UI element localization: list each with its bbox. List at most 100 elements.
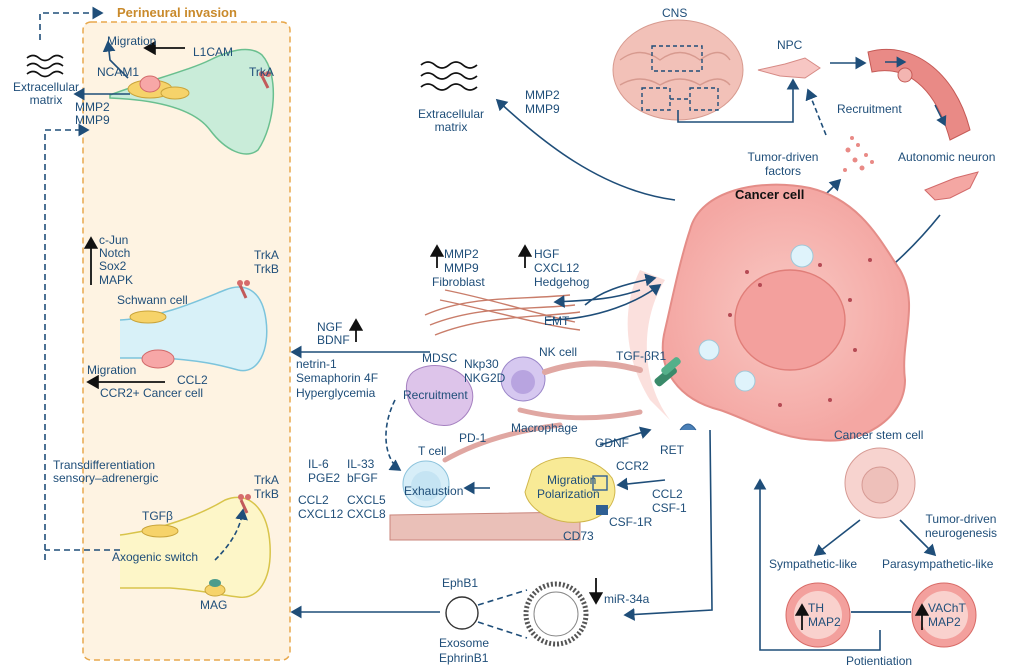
trka-bot-label: TrkA <box>254 473 279 487</box>
ccr2-cancer-cell <box>141 349 175 369</box>
ngf-label: NGF <box>317 320 343 334</box>
mapk-label: MAPK <box>99 273 134 287</box>
recruitment-mid-label: Recruitment <box>403 388 468 402</box>
hyperglycemia-label: Hyperglycemia <box>296 386 376 400</box>
migration-top-label: Migration <box>107 34 157 48</box>
exhaustion-label: Exhaustion <box>404 484 464 498</box>
migration-mid2-label: Migration <box>547 473 597 487</box>
bdnf-label: BDNF <box>317 333 350 347</box>
nkp30-label: Nkp30 <box>464 357 499 371</box>
vacht-label: VAChT <box>928 601 966 615</box>
cancer-cell-label: Cancer cell <box>735 187 805 202</box>
schwann-bot <box>141 524 179 538</box>
cancer-stem-cell-label: Cancer stem cell <box>834 428 924 442</box>
ecm-top-label-1: Extracellular <box>417 107 485 121</box>
neurogenesis-label-1: Tumor-driven <box>925 512 997 526</box>
ecm-left-label-2: matrix <box>29 93 63 107</box>
cd73-label: CD73 <box>563 529 594 543</box>
pd1-label: PD-1 <box>459 431 487 445</box>
cxcl8-label: CXCL8 <box>347 507 386 521</box>
ecm-top-label-2: matrix <box>434 120 468 134</box>
migration-mid-label: Migration <box>87 363 137 377</box>
blood-vessel <box>867 48 971 141</box>
exosome-label: Exosome <box>439 636 490 650</box>
pge2-label: PGE2 <box>308 471 341 485</box>
emt-label: EMT <box>544 314 570 328</box>
tgfb-label: TGFβ <box>142 509 173 523</box>
mmp2-top-label: MMP2 <box>525 88 560 102</box>
transdiff-label-1: Transdifferentiation <box>53 458 156 472</box>
mag-label: MAG <box>200 598 228 612</box>
parasympathetic-label: Parasympathetic-like <box>882 557 994 571</box>
hedgehog-label: Hedgehog <box>534 275 590 289</box>
il6-label: IL-6 <box>308 457 329 471</box>
npc-label: NPC <box>777 38 803 52</box>
ccr2-cancer-label: CCR2+ Cancer cell <box>100 386 204 400</box>
trkb-bot-label: TrkB <box>254 487 279 501</box>
notch-label: Notch <box>99 246 131 260</box>
nerve-top <box>109 48 275 155</box>
ecm-left-label-1: Extracellular <box>12 80 80 94</box>
cancer-nucleus <box>734 269 846 371</box>
macrophage-cell <box>524 457 616 523</box>
csf1r-label: CSF-1R <box>609 515 653 529</box>
axogenic-label: Axogenic switch <box>112 550 199 564</box>
schwann-cell <box>129 310 167 324</box>
mmp2-left-label: MMP2 <box>75 100 110 114</box>
mmp2-mid-label: MMP2 <box>444 247 479 261</box>
autonomic-neuron-label: Autonomic neuron <box>898 150 996 164</box>
hgf-label: HGF <box>534 247 560 261</box>
ncam1-label: NCAM1 <box>97 65 140 79</box>
cns-label: CNS <box>662 6 688 20</box>
trka-mid-label: TrkA <box>254 248 279 262</box>
tumor-factors-label-2: factors <box>764 164 801 178</box>
sox2-label: Sox2 <box>99 259 127 273</box>
autonomic-neuron <box>924 171 979 201</box>
ret-label: RET <box>660 443 684 457</box>
cancer-cell-small-2 <box>139 75 161 93</box>
bfgf-label: bFGF <box>347 471 378 485</box>
map2-left-label: MAP2 <box>808 615 841 629</box>
mir34a-label: miR-34a <box>604 592 650 606</box>
nk-cell-label: NK cell <box>539 345 578 359</box>
transdiff-label-2: sensory–adrenergic <box>53 471 159 485</box>
netrin-label: netrin-1 <box>296 357 337 371</box>
perineural-title: Perineural invasion <box>117 5 237 20</box>
trkb-mid-label: TrkB <box>254 262 279 276</box>
polarization-label: Polarization <box>537 487 600 501</box>
exosome-small <box>445 596 479 630</box>
ccr2-label: CCR2 <box>616 459 649 473</box>
neurogenesis-label-2: neurogenesis <box>924 526 998 540</box>
ephrinb1-label: EphrinB1 <box>439 651 489 665</box>
th-label: TH <box>808 601 824 615</box>
cns-brain <box>612 19 744 121</box>
potentiation-label: Potientiation <box>846 654 913 668</box>
ccl2-right-label: CCL2 <box>652 487 683 501</box>
mdsc-label: MDSC <box>422 351 458 365</box>
cxcl12-mid-label: CXCL12 <box>534 261 580 275</box>
tumor-factors-label-1: Tumor-driven <box>747 150 819 164</box>
cxcl5-label: CXCL5 <box>347 493 386 507</box>
trka-top-label: TrkA <box>249 65 274 79</box>
t-cell-label: T cell <box>418 444 447 458</box>
cxcl12-left-label: CXCL12 <box>298 507 344 521</box>
sympathetic-label: Sympathetic-like <box>769 557 858 571</box>
csf1-label: CSF-1 <box>652 501 687 515</box>
cjun-label: c-Jun <box>99 233 129 247</box>
recruitment-top-label: Recruitment <box>837 102 902 116</box>
mmp9-mid-label: MMP9 <box>444 261 479 275</box>
nkg2d-label: NKG2D <box>464 371 506 385</box>
l1cam-label: L1CAM <box>193 45 234 59</box>
mmp9-left-label: MMP9 <box>75 113 110 127</box>
npc-cell <box>757 57 821 79</box>
il33-label: IL-33 <box>347 457 375 471</box>
map2-right-label: MAP2 <box>928 615 961 629</box>
fibroblast-label: Fibroblast <box>432 275 485 289</box>
ccl2-mid-label: CCL2 <box>177 373 208 387</box>
mdsc-cell <box>405 365 474 426</box>
schwann-top <box>160 86 190 100</box>
macrophage-label: Macrophage <box>511 421 578 435</box>
tgfbr1-label: TGF-βR1 <box>616 349 667 363</box>
